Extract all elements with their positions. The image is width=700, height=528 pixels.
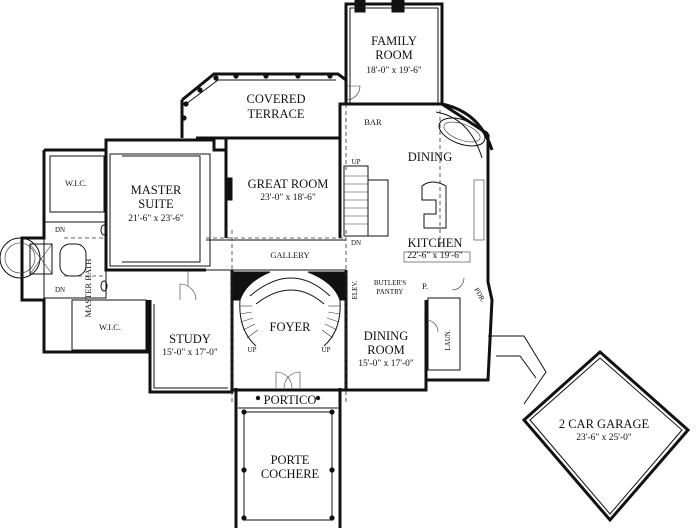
dining-room-label: DINING xyxy=(364,329,408,343)
dining-room-label-2: ROOM xyxy=(367,343,405,357)
master-bath-label: MASTER BATH xyxy=(83,259,93,318)
kitchen-dims: 22'-6" x 19'-6" xyxy=(407,251,463,261)
foyer-label: FOYER xyxy=(270,320,312,334)
bar-label: BAR xyxy=(364,117,382,127)
portico-label: PORTICO xyxy=(264,393,317,407)
bath-dn-bottom-label: DN xyxy=(55,286,65,294)
doors xyxy=(179,85,465,389)
foyer-stair-up-right-label: UP xyxy=(322,346,331,354)
great-room-label: GREAT ROOM xyxy=(248,177,329,191)
master-suite-label: MASTER xyxy=(131,183,182,197)
foyer-stair-up-left-label: UP xyxy=(248,346,257,354)
butlers-pantry-label-2: PANTRY xyxy=(377,288,404,296)
wic-top-label: W.I.C. xyxy=(65,178,87,188)
family-room-fireplace-left xyxy=(354,0,366,13)
room-labels: FAMILY ROOM 18'-0" x 19'-6" COVERED TERR… xyxy=(65,34,650,481)
garage-label: 2 CAR GARAGE xyxy=(559,417,650,431)
butlers-pantry-label: BUTLER'S xyxy=(374,279,406,287)
pantry-label: P. xyxy=(422,281,428,291)
covered-terrace-label-2: TERRACE xyxy=(248,107,305,121)
covered-terrace-label: COVERED xyxy=(246,92,305,106)
family-room-fireplace xyxy=(391,0,405,13)
dashed-lines xyxy=(64,104,441,402)
study-dims: 15'-0" x 17'-0" xyxy=(162,348,218,358)
great-room-dims: 23'-0" x 18'-6" xyxy=(260,193,316,203)
porte-cochere-columns xyxy=(241,395,335,521)
elev-label: ELEV. xyxy=(351,280,359,299)
dining-label: DINING xyxy=(408,150,452,164)
garage-dims: 23'-6" x 25'-0" xyxy=(576,433,632,443)
stair-dn-label: DN xyxy=(351,239,361,247)
master-suite-dims: 21'-6" x 23'-6" xyxy=(128,214,184,224)
porte-cochere-label-2: COCHERE xyxy=(261,467,320,481)
pdr-label: PDR. xyxy=(472,286,487,304)
dining-room-dims: 15'-0" x 17'-0" xyxy=(358,359,414,369)
porte-cochere-label: PORTE xyxy=(271,453,310,467)
master-suite-label-2: SUITE xyxy=(138,197,174,211)
bath-dn-top-label: DN xyxy=(55,226,65,234)
stair-up-label: UP xyxy=(352,158,361,166)
main-stair xyxy=(343,165,389,237)
family-room-dims: 18'-0" x 19'-6" xyxy=(366,66,422,76)
great-room-fireplace xyxy=(225,177,233,201)
terrace-columns xyxy=(181,73,333,121)
family-room-label-2: ROOM xyxy=(375,48,413,62)
foyer-stairs xyxy=(225,177,347,347)
gallery-label: GALLERY xyxy=(270,250,309,260)
study-label: STUDY xyxy=(169,332,211,346)
bath-fixtures xyxy=(29,224,108,292)
wic-bottom-label: W.I.C. xyxy=(99,322,121,332)
stair-notes: UP DN UP UP DN DN xyxy=(55,158,361,354)
kitchen-label: KITCHEN xyxy=(408,236,463,250)
kitchen-fixtures xyxy=(403,117,486,263)
laun-label: LAUN. xyxy=(444,329,452,350)
family-room-label: FAMILY xyxy=(371,34,417,48)
